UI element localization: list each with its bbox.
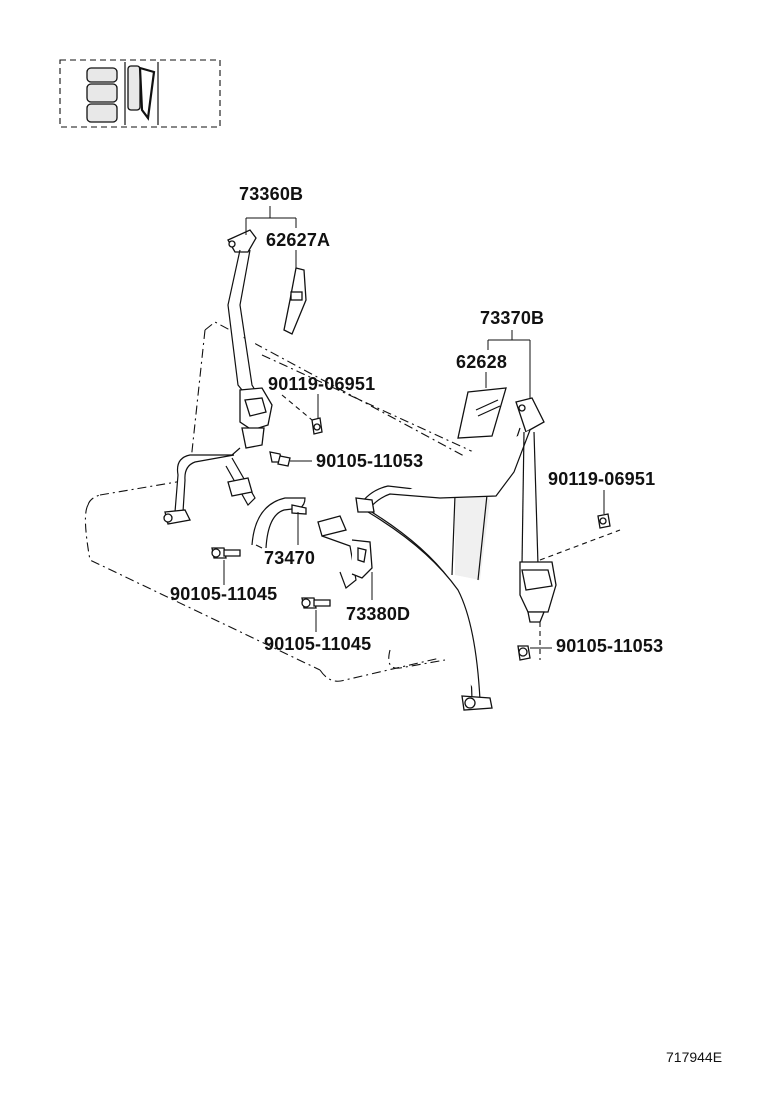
label-90119-06951-right: 90119-06951 bbox=[548, 469, 655, 489]
center-tongue-assembly bbox=[317, 515, 373, 589]
label-90105-11045-right: 90105-11045 bbox=[264, 634, 371, 654]
label-90105-11053-right: 90105-11053 bbox=[556, 636, 663, 656]
label-90105-11045-left: 90105-11045 bbox=[170, 584, 277, 604]
label-73470: 73470 bbox=[264, 548, 315, 568]
bolt-center-left bbox=[211, 547, 241, 559]
label-73370B: 73370B bbox=[480, 308, 544, 328]
center-buckle-assembly bbox=[251, 497, 307, 549]
right-seat-belt-assembly bbox=[355, 397, 557, 711]
left-seat-belt-assembly bbox=[163, 229, 273, 525]
right-belt-cover bbox=[457, 387, 507, 439]
label-73360B: 73360B bbox=[239, 184, 303, 204]
bolt-left-top bbox=[311, 417, 323, 435]
label-62627A: 62627A bbox=[266, 230, 330, 250]
bolt-center-right bbox=[301, 597, 331, 609]
bolt-left-mid bbox=[269, 451, 291, 467]
label-62628: 62628 bbox=[456, 352, 507, 372]
leader-lines bbox=[223, 206, 605, 649]
bolt-right-bottom bbox=[517, 645, 531, 661]
bolt-right-top bbox=[597, 513, 611, 529]
label-90105-11053-left: 90105-11053 bbox=[316, 451, 423, 471]
figure-id: 717944E bbox=[666, 1049, 722, 1065]
left-belt-cover bbox=[283, 267, 307, 335]
label-90119-06951-left: 90119-06951 bbox=[268, 374, 375, 394]
label-73380D: 73380D bbox=[346, 604, 410, 624]
seat-location-inset bbox=[59, 59, 221, 128]
